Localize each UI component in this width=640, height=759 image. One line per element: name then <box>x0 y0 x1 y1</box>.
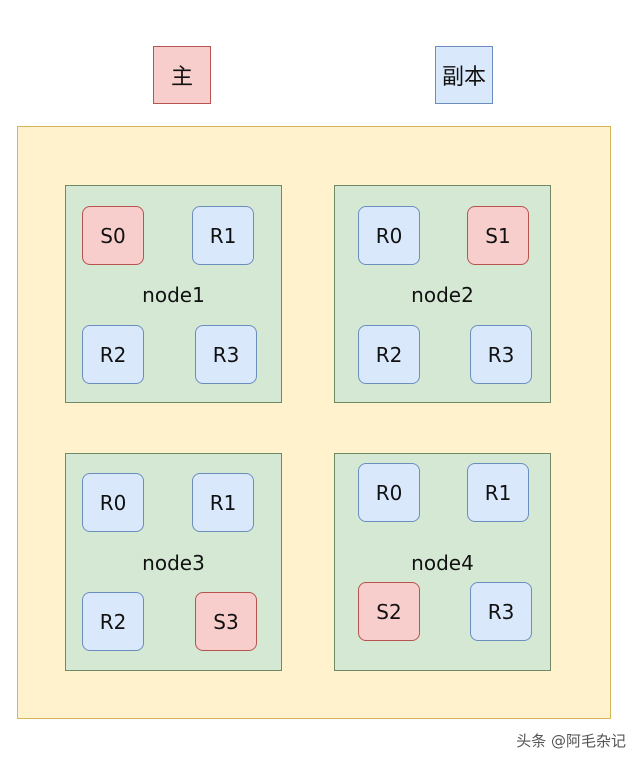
replica-shard: R2 <box>82 325 144 384</box>
replica-shard: R0 <box>358 206 420 265</box>
node-1: S0 R1 node1 R2 R3 <box>65 185 282 403</box>
replica-shard: R3 <box>470 325 532 384</box>
node-label: node1 <box>142 283 205 307</box>
replica-shard: R1 <box>467 463 529 522</box>
node-label: node4 <box>411 551 474 575</box>
replica-shard: R1 <box>192 206 254 265</box>
legend-primary: 主 <box>153 46 211 104</box>
legend-replica: 副本 <box>435 46 493 104</box>
replica-shard: R2 <box>358 325 420 384</box>
replica-shard: R2 <box>82 592 144 651</box>
primary-shard: S3 <box>195 592 257 651</box>
node-4: R0 R1 node4 S2 R3 <box>334 453 551 671</box>
node-3: R0 R1 node3 R2 S3 <box>65 453 282 671</box>
primary-shard: S2 <box>358 582 420 641</box>
watermark: 头条 @阿毛杂记 <box>516 732 626 750</box>
replica-shard: R0 <box>358 463 420 522</box>
replica-shard: R3 <box>195 325 257 384</box>
replica-shard: R1 <box>192 473 254 532</box>
primary-shard: S0 <box>82 206 144 265</box>
cluster-container: S0 R1 node1 R2 R3 R0 S1 node2 R2 R3 R0 R… <box>17 126 611 719</box>
node-label: node3 <box>142 551 205 575</box>
replica-shard: R3 <box>470 582 532 641</box>
node-label: node2 <box>411 283 474 307</box>
primary-shard: S1 <box>467 206 529 265</box>
replica-shard: R0 <box>82 473 144 532</box>
node-2: R0 S1 node2 R2 R3 <box>334 185 551 403</box>
